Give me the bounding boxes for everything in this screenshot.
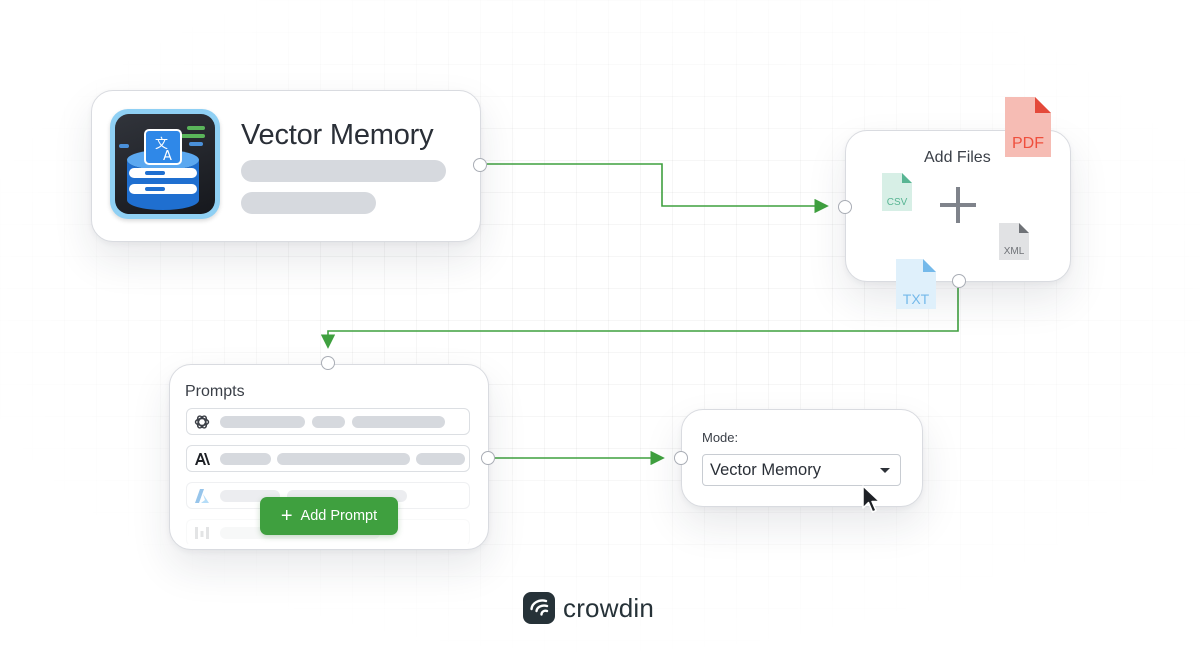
svg-text:A: A [163, 149, 172, 164]
mouse-cursor-icon [862, 485, 881, 513]
xml-file-icon: XML [999, 223, 1029, 260]
placeholder-line [220, 416, 305, 428]
prompt-row[interactable] [186, 445, 470, 472]
output-port[interactable] [473, 158, 487, 172]
chevron-down-icon [880, 468, 890, 473]
openai-icon [194, 414, 210, 430]
svg-text:文: 文 [155, 137, 168, 152]
mode-select[interactable]: Vector Memory [702, 454, 901, 486]
anthropic-icon [194, 451, 210, 467]
input-port[interactable] [321, 356, 335, 370]
connector-files-to-prompts [320, 288, 959, 349]
prompts-node[interactable]: Prompts [169, 356, 495, 550]
crowdin-logo-icon [523, 592, 555, 624]
mode-selected-value: Vector Memory [710, 461, 821, 479]
input-port[interactable] [674, 451, 688, 465]
pdf-label: PDF [1012, 135, 1044, 152]
txt-file-icon: TXT [896, 259, 936, 309]
azure-icon [194, 488, 210, 504]
txt-label: TXT [902, 291, 930, 307]
csv-file-icon: CSV [882, 173, 912, 211]
placeholder-line [241, 160, 446, 182]
placeholder-line [220, 453, 271, 465]
add-file-plus-icon[interactable] [940, 187, 976, 223]
xml-label: XML [1003, 246, 1025, 257]
placeholder-line [312, 416, 345, 428]
mode-label: Mode: [702, 430, 739, 445]
mode-node[interactable]: Mode: Vector Memory [674, 409, 923, 507]
vector-database-translate-icon: 文 A [110, 109, 220, 219]
prompts-title: Prompts [185, 383, 245, 400]
vector-memory-title: Vector Memory [241, 119, 434, 151]
placeholder-line [241, 192, 376, 214]
prompt-row[interactable] [186, 408, 470, 435]
placeholder-line [277, 453, 410, 465]
vector-memory-node[interactable]: 文 A Vector Memory [91, 90, 487, 242]
mistral-icon [194, 525, 210, 541]
placeholder-line [416, 453, 465, 465]
connector-memory-to-files [487, 163, 829, 214]
crowdin-wordmark: crowdin [563, 592, 654, 623]
add-prompt-button[interactable]: + Add Prompt [260, 497, 398, 535]
placeholder-line [352, 416, 445, 428]
csv-label: CSV [886, 197, 908, 208]
plus-icon: + [280, 505, 293, 527]
add-prompt-label: Add Prompt [300, 508, 378, 524]
add-files-title: Add Files [924, 149, 991, 166]
crowdin-logo: crowdin [523, 592, 654, 624]
output-port[interactable] [481, 451, 495, 465]
pdf-file-icon: PDF [1005, 97, 1051, 157]
input-port[interactable] [838, 200, 852, 214]
output-port[interactable] [952, 274, 966, 288]
